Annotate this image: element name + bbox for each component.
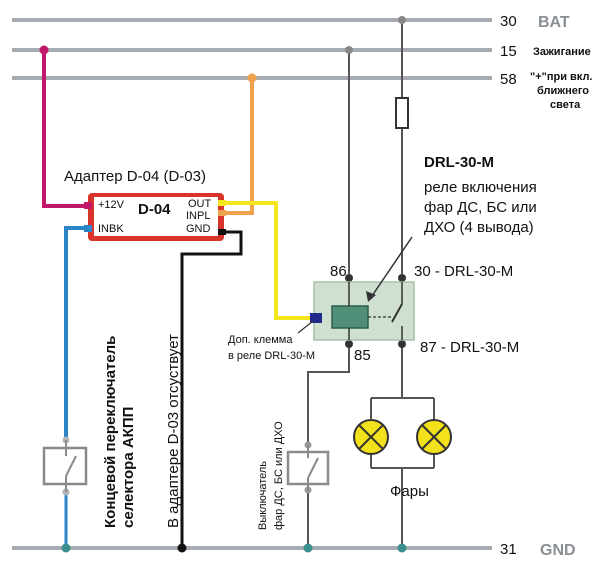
rail-gnd-name: GND (540, 542, 576, 559)
relay-title: DRL-30-M (424, 154, 494, 171)
rail-gnd-number: 31 (500, 541, 517, 558)
headlights-label: Фары (390, 483, 429, 500)
headlight-lamp-right (416, 419, 452, 455)
relay-pin-87: 87 - DRL-30-M (420, 339, 519, 356)
relay-pin-85: 85 (354, 347, 371, 364)
fuse (395, 97, 409, 129)
node-limit-gnd (61, 543, 71, 553)
light-switch (286, 445, 330, 490)
relay-desc-1: реле включения (424, 179, 537, 196)
adapter-title: Адаптер D-04 (D-03) (64, 168, 206, 185)
relay-pointer (371, 236, 413, 297)
rail-low-beam-line-3: света (550, 99, 581, 111)
extra-terminal-label-2: в реле DRL-30-M (228, 350, 315, 362)
rail-ignition-name: Зажигание (533, 46, 591, 58)
adapter-pin-inbk: INBK (98, 223, 124, 235)
wire-inbk-blue (64, 226, 90, 440)
adapter-model: D-04 (138, 201, 171, 218)
adapter-pin-gnd: GND (186, 223, 211, 235)
adapter-pin-out: OUT (188, 198, 212, 210)
limit-switch (42, 440, 88, 492)
relay-desc-2: фар ДС, БС или (424, 199, 537, 216)
relay-pin-86: 86 (330, 263, 347, 280)
rail-low-beam-line-1: "+"при вкл. (530, 71, 592, 83)
rail-bat-number: 30 (500, 13, 517, 30)
wire-inpl-orange (222, 78, 254, 215)
d03-note: В адаптере D-03 отсуствует (165, 334, 182, 528)
node-black-gnd (177, 543, 187, 553)
node-86-ignition (345, 46, 353, 54)
node-30-bat (398, 16, 406, 24)
relay-body (310, 281, 415, 341)
relay-desc-3: ДХО (4 вывода) (424, 219, 534, 236)
pin-87-node (398, 340, 406, 348)
light-switch-label-1: Выключатель (257, 461, 269, 530)
adapter-module (84, 193, 226, 241)
limit-switch-label-1: Концевой переключатель (102, 336, 119, 528)
headlight-lamp-left (353, 419, 389, 455)
wire-12v-magenta (42, 50, 90, 208)
pin-85-node (345, 340, 353, 348)
relay-pin-30: 30 - DRL-30-M (414, 263, 513, 280)
pin-30-node (398, 274, 406, 282)
limit-switch-label-2: селектора АКПП (120, 407, 137, 528)
adapter-pin-12v: +12V (98, 199, 125, 211)
node-orange (247, 73, 257, 83)
adapter-pin-inpl: INPL (186, 210, 210, 222)
extra-terminal-pointer (297, 320, 314, 334)
pin-86-node (345, 274, 353, 282)
wire-out-yellow (222, 201, 312, 320)
wire-gnd-black (180, 230, 243, 548)
rail-low-beam-line-2: ближнего (537, 85, 589, 97)
node-lamps-gnd (397, 543, 407, 553)
rail-bat-name: BAT (538, 14, 570, 31)
light-switch-label-2: фар ДС, БС или ДХО (273, 421, 285, 530)
node-switch-gnd (303, 543, 313, 553)
rail-low-beam-number: 58 (500, 71, 517, 88)
rail-ignition-number: 15 (500, 43, 517, 60)
relay-pointer-arrowhead (366, 291, 376, 302)
wire-85-switch (307, 346, 350, 445)
node-magenta (39, 45, 49, 55)
extra-terminal-label-1: Доп. клемма (228, 334, 293, 346)
